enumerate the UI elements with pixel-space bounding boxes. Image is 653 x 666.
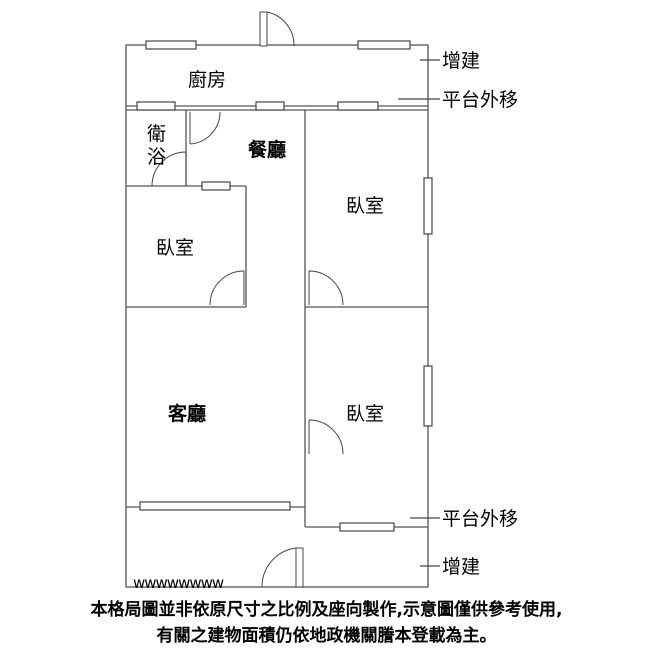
window-top-right — [357, 40, 411, 50]
room-label-living: 客廳 — [168, 402, 206, 425]
door-right-top-bedroom — [308, 270, 344, 306]
side-label-bottom-platform: 平台外移 — [442, 508, 518, 530]
window-right-top — [423, 177, 433, 235]
door-bath-lower — [151, 150, 187, 187]
door-left-bedroom — [209, 270, 245, 306]
side-label-top-platform: 平台外移 — [442, 89, 518, 111]
window-kitchen-mid — [255, 101, 285, 111]
door-top-arc — [266, 11, 295, 47]
door-bottom-leaf — [295, 547, 304, 588]
door-right-bottom-bedroom — [308, 419, 344, 455]
room-label-bedroom-right-top: 臥室 — [346, 195, 384, 217]
sliding-door — [139, 501, 291, 511]
room-label-bedroom-right-bottom: 臥室 — [346, 403, 384, 425]
door-top-leaf — [259, 11, 268, 47]
room-label-dining: 餐廳 — [248, 138, 286, 161]
room-label-kitchen: 廚房 — [188, 68, 226, 91]
window-top-left — [145, 40, 197, 50]
window-right-bottom — [423, 365, 433, 427]
zigzag-mark: wwwwwwww — [133, 574, 224, 592]
window-bath — [201, 181, 231, 191]
side-label-bottom-extension: 增建 — [442, 556, 480, 578]
outer-wall — [125, 44, 429, 588]
window-kitchen-right — [337, 101, 379, 111]
room-label-bath-2: 浴 — [147, 146, 166, 168]
window-bottom-platform — [339, 522, 395, 532]
leader-lines — [398, 59, 440, 567]
doors — [151, 11, 344, 588]
room-label-bath-1: 衛 — [147, 123, 166, 145]
windows — [136, 40, 433, 532]
room-label-bedroom-left: 臥室 — [156, 237, 194, 259]
side-label-top-extension: 增建 — [442, 50, 480, 72]
window-kitchen-left — [136, 101, 176, 111]
door-bottom-arc — [261, 547, 297, 588]
disclaimer-line-2: 有關之建物面積仍依地政機關謄本登載為主。 — [156, 626, 497, 646]
disclaimer-line-1: 本格局圖並非依原尺寸之比例及座向製作,示意圖僅供參考使用, — [90, 600, 563, 620]
door-bath-arc — [189, 111, 221, 145]
